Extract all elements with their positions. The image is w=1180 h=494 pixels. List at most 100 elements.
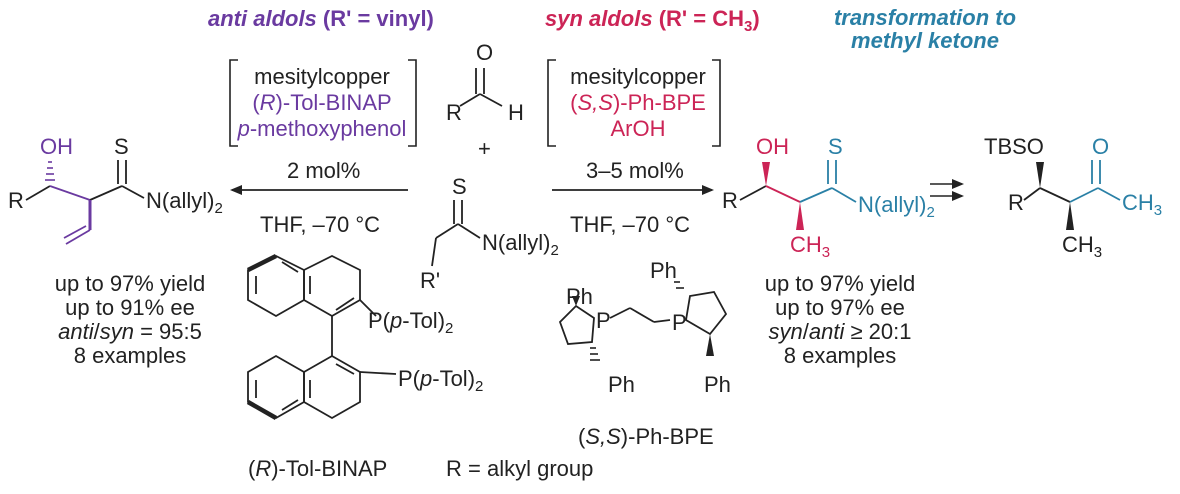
anti-aldols-condition: (R' = vinyl) (316, 6, 434, 31)
left-solvent: THF, –70 °C (260, 212, 381, 237)
transformation-line-2: methyl ketone (851, 28, 999, 53)
bpe-hashed-bonds (590, 281, 684, 361)
right-cond-ligand: (S,S)-Ph-BPE (548, 90, 728, 116)
transformation-header: transformation to methyl ketone (805, 6, 1045, 52)
binap-bold-edges (246, 253, 278, 420)
bpe-phosphorus-left: P (596, 308, 611, 333)
left-ratio-value: = 95:5 (133, 319, 202, 344)
anti-product-hashed-bond (45, 161, 55, 181)
anti-product-r-group: R (8, 188, 24, 213)
ketone-methyl-bottom-sub: 3 (1093, 244, 1103, 261)
anti-product-amine-sub: 2 (214, 200, 223, 217)
right-ratio-slash: / (802, 319, 809, 344)
binap-structure (247, 254, 397, 420)
anti-product-amine-text: N(allyl) (146, 188, 215, 213)
left-stats-examples: 8 examples (73, 343, 187, 368)
bpe-phenyl-bottom-right: Ph (704, 372, 731, 397)
binap-p1-italic: p (390, 308, 403, 333)
right-cond-additive: ArOH (610, 116, 666, 141)
right-stats-ee: up to 97% ee (775, 295, 905, 320)
ketone-tbso-group: TBSO (984, 134, 1044, 159)
binap-p1-sub: 2 (445, 320, 454, 337)
bpe-phenyl-bottom-left: Ph (608, 372, 635, 397)
right-ratio-value: ≥ 20:1 (844, 319, 912, 344)
left-additive-name: -methoxyphenol (249, 116, 407, 141)
thioamide-structure (431, 200, 481, 267)
syn-product-methyl-wedge (796, 202, 804, 230)
left-cond-ligand: (R)-Tol-BINAP (222, 90, 422, 116)
left-ratio-syn: syn (99, 319, 134, 344)
left-cond-additive: p-methoxyphenol (222, 116, 422, 142)
ketone-r-group: R (1008, 190, 1024, 215)
anti-product-structure (25, 160, 145, 245)
binap-p2-italic: p (420, 366, 433, 391)
left-ligand-config: R (259, 90, 276, 115)
left-additive-prefix: p (237, 116, 250, 141)
syn-product-sulfur: S (828, 134, 843, 159)
thioamide-amine-text: N(allyl) (482, 230, 551, 255)
left-conditions: mesitylcopper (R)-Tol-BINAP p-methoxyphe… (222, 64, 422, 142)
bpe-wedge-bottom-right (706, 334, 714, 356)
right-cond-mesitylcopper: mesitylcopper (570, 64, 706, 89)
syn-aldols-subscript: 3 (744, 18, 753, 35)
right-stats: up to 97% yield up to 97% ee syn/anti ≥ … (740, 272, 940, 368)
ketone-methyl-bottom: CH3 (1062, 232, 1103, 261)
right-stats-examples: 8 examples (783, 343, 897, 368)
aldehyde-r-group: R (446, 100, 462, 125)
ketone-methyl-right-sub: 3 (1153, 202, 1163, 219)
syn-product-methyl: CH3 (790, 232, 831, 261)
syn-aldols-title: syn aldols (545, 6, 653, 31)
left-loading: 2 mol% (287, 158, 361, 183)
left-stats-ratio: anti/syn = 95:5 (30, 320, 230, 344)
syn-product-methyl-text: CH (790, 232, 822, 257)
two-step-arrow (930, 179, 964, 201)
thioamide-amine-sub: 2 (550, 242, 559, 259)
left-stats-ee: up to 91% ee (65, 295, 195, 320)
syn-product-methyl-sub: 3 (821, 244, 831, 261)
bpe-name-config: S,S (585, 424, 621, 449)
anti-product-sulfur: S (114, 134, 129, 159)
syn-product-r-group: R (722, 188, 738, 213)
anti-aldols-title: anti aldols (208, 6, 317, 31)
thioamide-amine: N(allyl)2 (482, 230, 559, 259)
right-ligand-config: S,S (577, 90, 613, 115)
right-ratio-anti: anti (808, 319, 845, 344)
anti-aldols-header: anti aldols (R' = vinyl) (208, 6, 434, 32)
ketone-carbonyl-oxygen: O (1092, 134, 1110, 159)
syn-product-amine: N(allyl)2 (858, 192, 935, 221)
right-ligand-open: ( (570, 90, 578, 115)
left-conditions-brackets (229, 59, 417, 147)
binap-name-config: R (255, 456, 272, 481)
syn-aldols-header: syn aldols (R' = CH3) (545, 6, 760, 35)
bpe-phenyl-top-right: Ph (650, 258, 677, 283)
binap-p2-end: -Tol) (432, 366, 476, 391)
left-ratio-anti: anti (58, 319, 94, 344)
syn-product-structure (739, 160, 857, 203)
syn-product-amine-sub: 2 (926, 204, 935, 221)
syn-product-oh-wedge (762, 162, 770, 186)
bpe-name-open: ( (578, 424, 586, 449)
aldehyde-structure (459, 68, 503, 107)
right-ratio-syn: syn (768, 319, 803, 344)
right-loading: 3–5 mol% (586, 158, 684, 183)
right-ligand-name: )-Ph-BPE (612, 90, 706, 115)
syn-product-amine-text: N(allyl) (858, 192, 927, 217)
ketone-product-otbs-wedge (1036, 162, 1044, 188)
bpe-wedge-top-left (572, 296, 580, 306)
anti-product-amine: N(allyl)2 (146, 188, 223, 217)
right-stats-ratio: syn/anti ≥ 20:1 (740, 320, 940, 344)
binap-p2-label: P(p-Tol)2 (398, 366, 483, 394)
ketone-methyl-right-text: CH (1122, 190, 1154, 215)
bpe-structure (558, 291, 728, 345)
right-conditions: mesitylcopper (S,S)-Ph-BPE ArOH (548, 64, 728, 142)
footnote-r-alkyl: R = alkyl group (446, 456, 594, 481)
transformation-line-1: transformation to (833, 5, 1017, 30)
ketone-product-structure (1023, 160, 1121, 203)
binap-p1-end: -Tol) (402, 308, 446, 333)
binap-name-open: ( (248, 456, 256, 481)
ketone-methyl-bottom-text: CH (1062, 232, 1094, 257)
syn-aldols-close: ) (752, 6, 760, 31)
right-solvent: THF, –70 °C (570, 212, 691, 237)
right-stats-yield: up to 97% yield (764, 271, 916, 296)
